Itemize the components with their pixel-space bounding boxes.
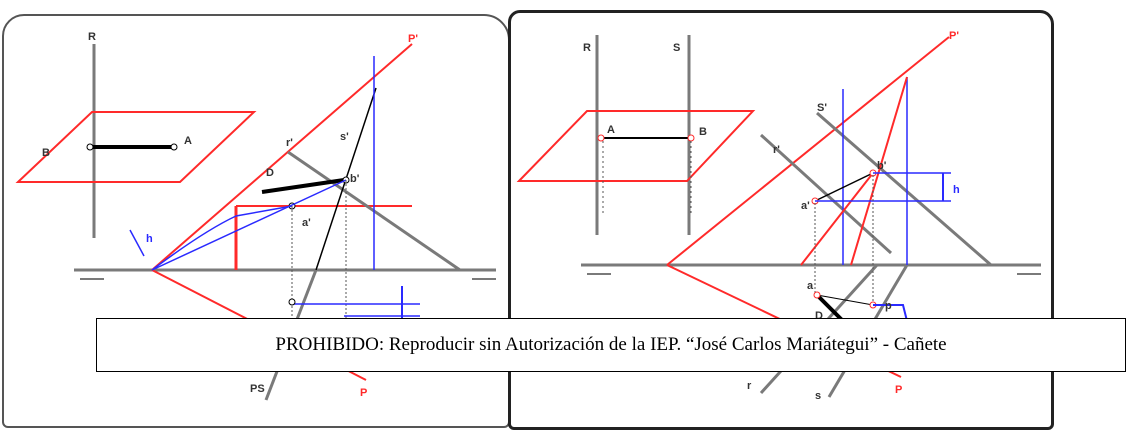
line-r-prime <box>759 133 893 255</box>
point-a <box>170 143 178 151</box>
label-d: D <box>266 167 274 179</box>
label-s-lower: s <box>815 390 821 402</box>
label-p-prime: P' <box>949 30 959 42</box>
label-a-upper: A <box>184 135 192 147</box>
point-b <box>86 143 94 151</box>
label-d: D <box>815 310 823 322</box>
red-line-1 <box>800 172 874 266</box>
label-s: S <box>673 42 680 54</box>
label-p: p <box>885 300 892 312</box>
label-r: R <box>88 31 96 43</box>
line-s-prime <box>816 111 992 267</box>
label-a-upper: A <box>607 124 615 136</box>
segment-d <box>261 178 345 194</box>
label-p-prime: P' <box>408 33 418 45</box>
label-ps: PS <box>250 383 265 395</box>
horizontal-plane-parallelogram <box>15 111 257 183</box>
red-line-2 <box>850 76 908 266</box>
label-s-prime: S' <box>817 102 827 114</box>
point-a <box>288 298 296 306</box>
label-h: h <box>146 233 153 245</box>
point-a <box>813 291 821 299</box>
copyright-notice: PROHIBIDO: Reproducir sin Autorización d… <box>96 318 1126 372</box>
label-a-prime: a' <box>302 217 311 229</box>
label-r-prime: r' <box>773 144 780 156</box>
segment-a-prime-b-prime <box>814 172 874 202</box>
point-a <box>597 134 605 142</box>
label-b-prime: b' <box>350 173 360 185</box>
label-b-upper: B <box>42 147 50 159</box>
trace-p-prime <box>151 43 413 271</box>
label-h: h <box>953 184 960 196</box>
label-a: a <box>807 280 814 292</box>
label-b-upper: B <box>699 126 707 138</box>
label-r: R <box>583 42 591 54</box>
horizontal-plane-parallelogram <box>516 110 756 182</box>
label-p: P <box>360 387 367 399</box>
label-b-prime: b' <box>877 160 887 172</box>
point-b <box>687 134 695 142</box>
label-r-prime: r' <box>286 137 293 149</box>
label-p-upper: P <box>895 384 902 396</box>
label-a-prime: a' <box>801 200 810 212</box>
blue-rotation-line <box>151 179 347 271</box>
segment-a-p <box>816 294 874 306</box>
notice-text: PROHIBIDO: Reproducir sin Autorización d… <box>275 334 947 355</box>
h-arrow <box>129 229 145 257</box>
blue-rotation-arc <box>151 205 293 271</box>
trace-p-prime <box>666 36 950 266</box>
label-s-prime: s' <box>340 131 349 143</box>
label-r: r <box>747 380 752 392</box>
